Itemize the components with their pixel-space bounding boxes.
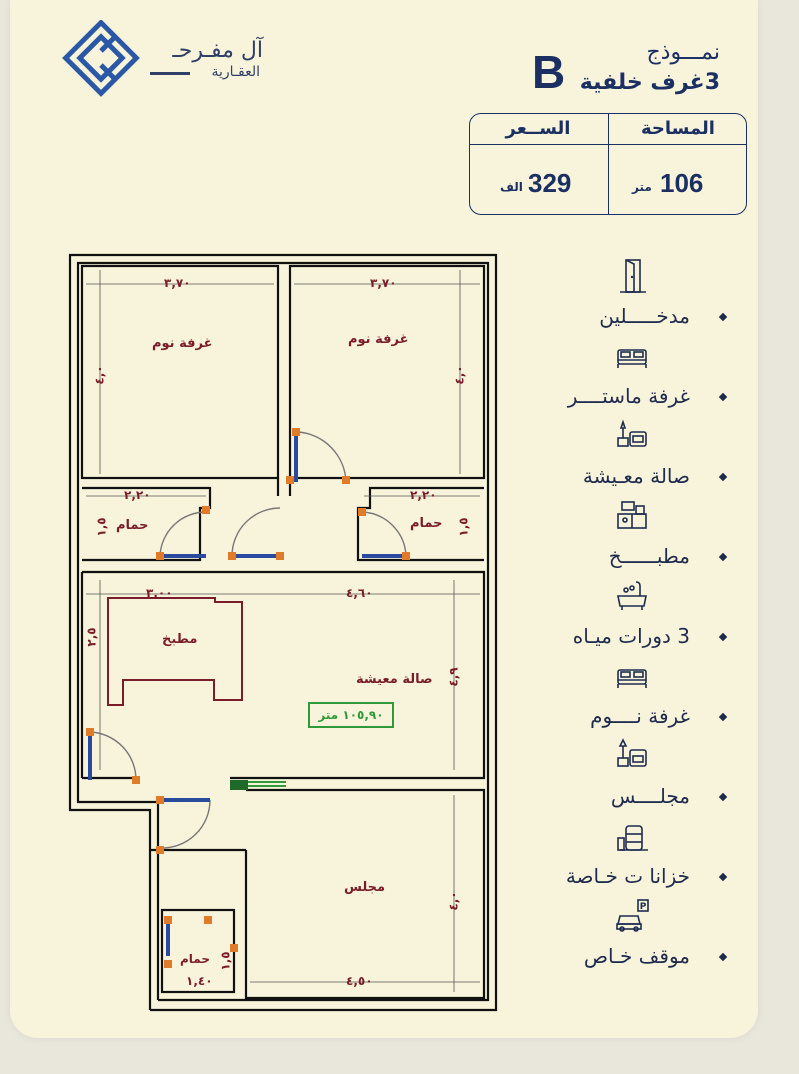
- sofa-icon: [612, 738, 652, 774]
- dim-majlis-width: ٤,٥٠: [346, 974, 373, 988]
- area-value: 106: [660, 168, 704, 198]
- dim-majlis-height: ٤,٠: [446, 891, 461, 911]
- floor-plan: غرفة نوم غرفة نوم حمام حمام مطبخ صالة مع…: [60, 250, 510, 1020]
- room-bedroom-left: غرفة نوم: [152, 336, 213, 351]
- room-bath-right: حمام: [410, 516, 443, 531]
- area-unit: متر: [632, 180, 652, 194]
- model-subtitle: 3غرف خلفية: [579, 70, 720, 95]
- dim-bath-right-height: ١,٥: [456, 517, 471, 537]
- brand-subtitle: العقـارية: [211, 64, 260, 80]
- area-tag: ١٠٥,٩٠ متر: [308, 702, 394, 728]
- room-bath-small: حمام: [180, 952, 210, 966]
- dim-bed-right-height: ٤,٠: [452, 365, 467, 385]
- area-label: المساحة: [641, 118, 715, 139]
- room-bedroom-right: غرفة نوم: [348, 332, 409, 347]
- model-letter: B: [532, 46, 566, 98]
- room-majlis: مجلس: [344, 880, 386, 895]
- svg-text:P: P: [640, 902, 647, 912]
- dim-bed-left-height: ٤,٠: [92, 365, 107, 385]
- model-title: نمـــوذج: [646, 40, 720, 65]
- dim-bed-left-width: ٣,٧٠: [164, 276, 191, 290]
- dim-living-width: ٤,٦٠: [346, 586, 373, 600]
- price-value: 329: [528, 168, 572, 198]
- tank-icon: [612, 818, 652, 854]
- price-label: الســعر: [505, 118, 571, 139]
- bathtub-icon: [612, 578, 652, 614]
- dim-bed-right-width: ٣,٧٠: [370, 276, 397, 290]
- living-icon: [612, 418, 652, 454]
- dim-kitchen-width: ٣,٠٠: [146, 586, 173, 600]
- dim-bath-small-height: ١,٥: [218, 951, 233, 971]
- dim-bath-left-width: ٢,٢٠: [124, 488, 151, 502]
- dim-bath-left-height: ١,٥: [94, 517, 109, 537]
- brand-underline: [150, 72, 190, 75]
- parking-icon: P: [612, 898, 652, 934]
- price-unit: الف: [500, 180, 523, 194]
- kitchen-icon: [612, 498, 652, 534]
- room-kitchen: مطبخ: [162, 632, 198, 647]
- room-living: صالة معيشة: [356, 672, 433, 687]
- door-icon: [612, 258, 652, 294]
- spec-table: المساحة الســعر 106 متر 329 الف: [469, 113, 747, 215]
- room-bath-left: حمام: [116, 518, 149, 533]
- bed-icon: [612, 658, 652, 694]
- brand-logo-icon: [62, 19, 140, 100]
- brand-name: آل مفـرحـ: [172, 38, 263, 63]
- dim-living-height: ٤,٩: [446, 667, 461, 687]
- dim-kitchen-height: ٢,٥: [84, 627, 99, 647]
- dim-bath-right-width: ٢,٢٠: [410, 488, 437, 502]
- bed-icon: [612, 338, 652, 374]
- floor-plan-drawing: [68, 253, 498, 1012]
- dim-bath-small-width: ١,٤٠: [186, 974, 213, 988]
